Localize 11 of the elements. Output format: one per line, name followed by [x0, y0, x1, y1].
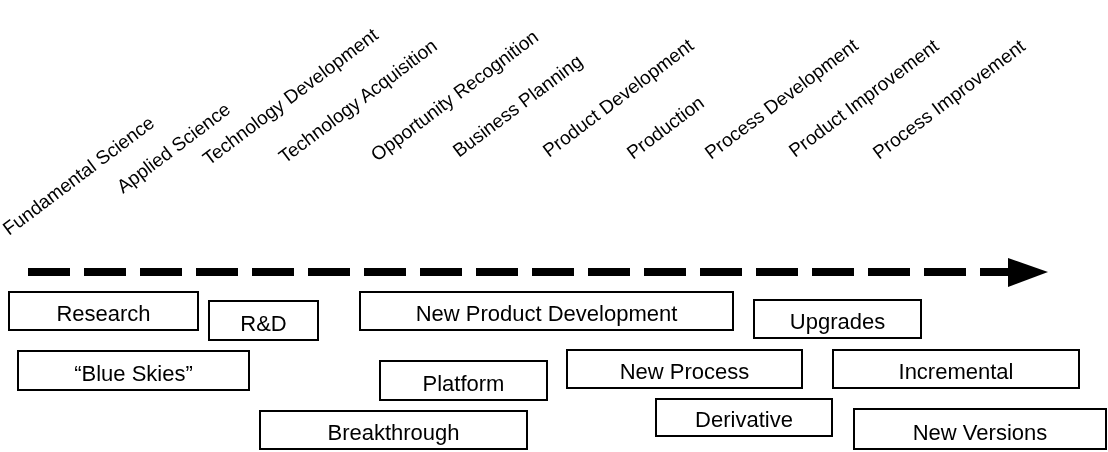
category-box: Research [8, 291, 199, 331]
category-box: Derivative [655, 398, 833, 437]
category-box: Incremental [832, 349, 1080, 389]
category-box: “Blue Skies” [17, 350, 250, 391]
category-box: R&D [208, 300, 319, 341]
category-box: New Process [566, 349, 803, 389]
category-box: Platform [379, 360, 548, 401]
category-box: Breakthrough [259, 410, 528, 450]
category-box: Upgrades [753, 299, 922, 339]
category-box: New Versions [853, 408, 1107, 450]
category-box: New Product Development [359, 291, 734, 331]
